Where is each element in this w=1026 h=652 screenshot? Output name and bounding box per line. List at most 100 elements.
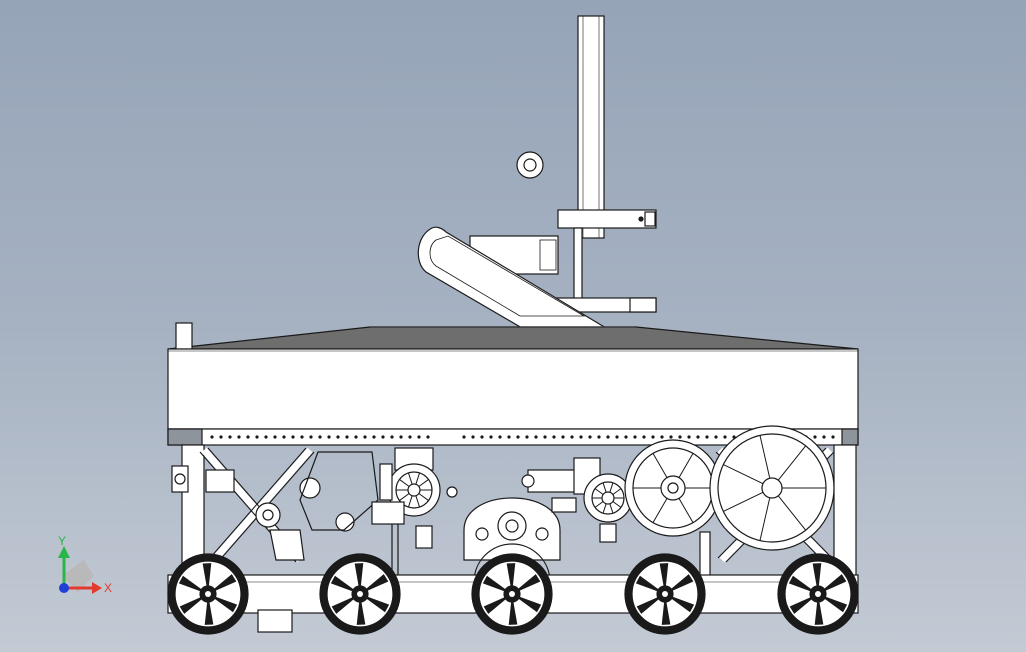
rail-hole <box>615 435 619 439</box>
rail-hole <box>687 435 691 439</box>
mast-bracket-upper <box>557 209 657 229</box>
wheel <box>319 553 401 635</box>
wheel-spoke <box>669 574 694 592</box>
rail-hole <box>426 435 430 439</box>
rail-hole <box>282 435 286 439</box>
rail-hole <box>534 435 538 439</box>
mast <box>577 15 605 239</box>
rail-hole <box>291 435 295 439</box>
y-axis-arrow <box>58 546 70 558</box>
gear-spoke <box>759 497 771 541</box>
rail-hole <box>696 435 700 439</box>
wheel-spoke <box>178 575 204 592</box>
gear-spoke <box>399 479 410 487</box>
wheel-spoke <box>179 596 204 614</box>
wheel-spoke <box>789 596 814 614</box>
wheel-spoke <box>356 599 366 625</box>
wheel-spoke <box>482 575 508 592</box>
rail-hole <box>498 435 502 439</box>
rail-hole <box>336 435 340 439</box>
wheel-spoke <box>354 563 364 589</box>
rail-hole <box>633 435 637 439</box>
gear-spoke <box>594 488 604 495</box>
rail-hole <box>561 435 565 439</box>
rail-hole <box>705 435 709 439</box>
rail-hole <box>813 435 817 439</box>
rail-hole <box>651 435 655 439</box>
wheel-spoke <box>822 596 848 613</box>
left-gearbox <box>371 447 458 575</box>
rail-hole <box>300 435 304 439</box>
wheel-spoke <box>483 596 508 614</box>
rail-hole <box>237 435 241 439</box>
gear-spoke <box>415 472 421 485</box>
gear-spoke <box>418 493 429 501</box>
gear-spoke <box>407 472 413 485</box>
rail-hole <box>507 435 511 439</box>
rail-hole <box>246 435 250 439</box>
wheel <box>471 553 553 635</box>
rail-hole <box>471 435 475 439</box>
gear-spoke <box>777 445 807 481</box>
ring-washer <box>516 151 544 179</box>
wheel-spoke <box>330 575 356 592</box>
rail-hole <box>219 435 223 439</box>
wheel <box>777 553 859 635</box>
gear-spoke <box>418 479 429 487</box>
rail-hole <box>417 435 421 439</box>
rail-hole <box>318 435 322 439</box>
rail-hole <box>543 435 547 439</box>
wheel-spoke <box>202 563 212 589</box>
y-axis-label: Y <box>58 534 66 548</box>
gear-spoke <box>652 498 668 523</box>
wheel-spoke <box>506 563 516 589</box>
rail-hole <box>552 435 556 439</box>
rail-hole <box>309 435 313 439</box>
gear-spoke <box>723 491 764 512</box>
z-axis-dot <box>59 583 69 593</box>
gear-spoke <box>759 435 771 479</box>
gear-spoke <box>399 493 410 501</box>
gear-spoke <box>415 495 421 508</box>
rail-hole <box>255 435 259 439</box>
rail-hole <box>210 435 214 439</box>
rail-hole <box>525 435 529 439</box>
rail-hole <box>570 435 574 439</box>
rail-hole <box>399 435 403 439</box>
rail-hole <box>597 435 601 439</box>
rail-hole <box>390 435 394 439</box>
corner-post <box>175 322 193 350</box>
left-drive-linkage <box>171 451 379 561</box>
wheel-spoke <box>364 596 390 613</box>
triad-plane <box>62 560 94 592</box>
gear-spoke <box>777 495 807 531</box>
wheel-spoke <box>635 575 661 592</box>
wheel-spoke <box>669 596 695 613</box>
rail-hole <box>327 435 331 439</box>
chassis-body <box>167 348 859 430</box>
gear-spoke <box>594 501 604 508</box>
rail-hole <box>678 435 682 439</box>
rail-hole <box>714 435 718 439</box>
rail-hole <box>462 435 466 439</box>
axis-triad: Y X <box>58 534 112 595</box>
right-pulleys <box>624 425 835 577</box>
right-drive-motor <box>521 457 633 543</box>
wheel-spoke <box>636 596 661 614</box>
gear-spoke <box>678 498 694 523</box>
bracket-post <box>573 227 583 301</box>
gear-spoke <box>407 495 413 508</box>
rail-hole <box>831 435 835 439</box>
gear-spoke <box>678 453 694 478</box>
gear-spoke <box>612 501 622 508</box>
wheel-spoke <box>788 575 814 592</box>
gear-spoke <box>723 464 764 485</box>
rail-hole <box>381 435 385 439</box>
rail-hole <box>723 435 727 439</box>
wheel-spoke <box>204 599 214 625</box>
x-axis-label: X <box>104 581 112 595</box>
wheel-spoke <box>364 574 389 592</box>
wheel-spoke <box>212 574 237 592</box>
wheel-spoke <box>331 596 356 614</box>
